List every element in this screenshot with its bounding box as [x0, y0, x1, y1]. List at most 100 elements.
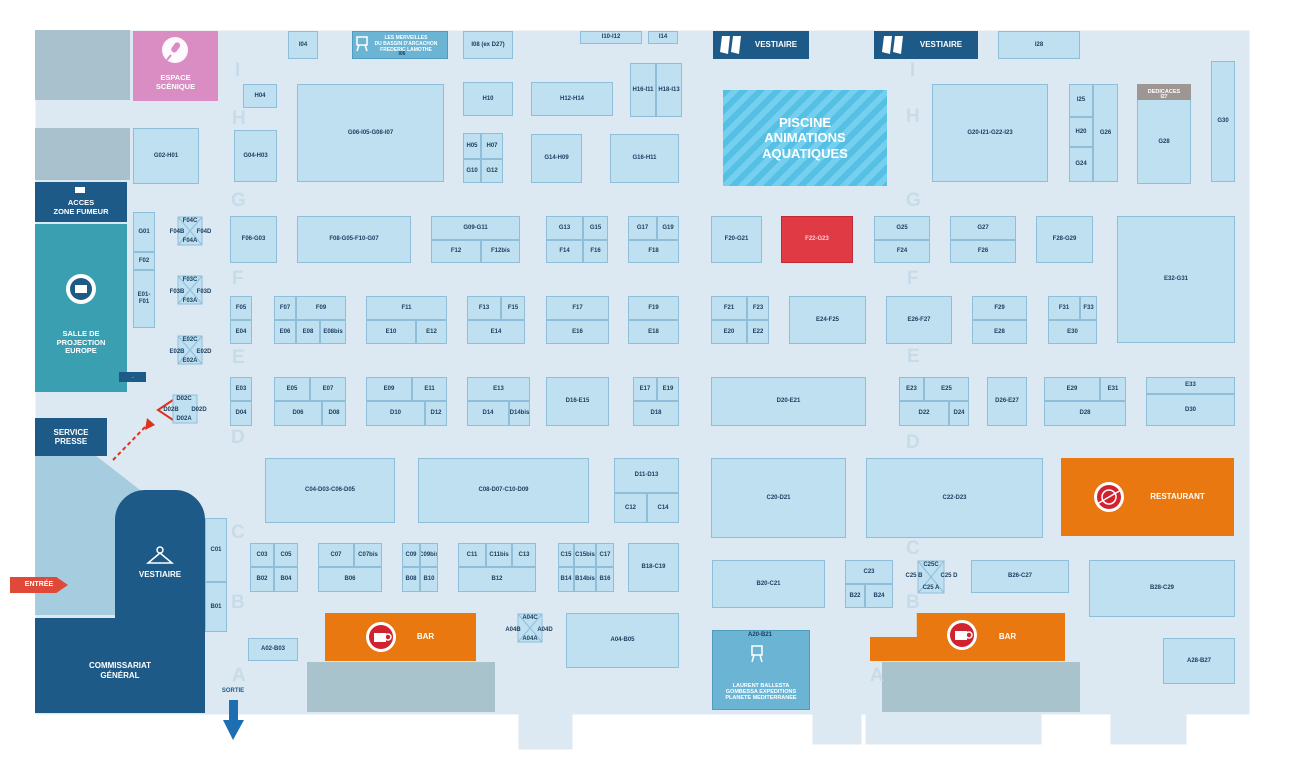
booth-I08[interactable]: I08 (ex D27)	[463, 31, 513, 59]
booth-C23[interactable]: C23	[845, 560, 893, 584]
booth-D12[interactable]: D12	[425, 401, 447, 426]
booth-D16[interactable]: D16-E15	[546, 377, 609, 426]
booth-F16[interactable]: F16	[583, 240, 608, 263]
booth-D11[interactable]: D11-D13	[614, 458, 679, 493]
booth-D14bis[interactable]: D14bis	[509, 401, 530, 426]
booth-C15bis[interactable]: C15bis	[574, 543, 596, 567]
booth-B20[interactable]: B20-C21	[712, 560, 825, 608]
booth-E29[interactable]: E29	[1044, 377, 1100, 401]
booth-E26[interactable]: E26-F27	[886, 296, 952, 344]
vestiaire-main[interactable]: VESTIAIRE	[115, 490, 205, 620]
booth-G30[interactable]: G30	[1211, 61, 1235, 182]
booth-H12[interactable]: H12-H14	[531, 82, 613, 116]
booth-G06[interactable]: G06-I05-G08-I07	[297, 84, 444, 182]
booth-I28[interactable]: I28	[998, 31, 1080, 59]
booth-A04B[interactable]: A04B	[505, 626, 521, 633]
booth-G20[interactable]: G20-I21-G22-I23	[932, 84, 1048, 182]
booth-G01[interactable]: G01	[133, 212, 155, 252]
booth-C14[interactable]: C14	[647, 493, 679, 523]
booth-D02B[interactable]: D02B	[163, 406, 179, 413]
booth-G27[interactable]: G27	[950, 216, 1016, 240]
booth-F03C[interactable]: F03C	[182, 276, 198, 283]
booth-D02A[interactable]: D02A	[176, 415, 192, 422]
booth-H16[interactable]: H16-I11	[630, 63, 656, 117]
booth-G25[interactable]: G25	[874, 216, 930, 240]
booth-F12bis[interactable]: F12bis	[481, 240, 520, 263]
booth-A04C[interactable]: A04C	[522, 614, 538, 621]
booth-E09[interactable]: E09	[366, 377, 412, 401]
booth-G26[interactable]: G26	[1093, 84, 1118, 182]
booth-G09[interactable]: G09-G11	[431, 216, 520, 240]
booth-C13[interactable]: C13	[512, 543, 536, 567]
booth-B02[interactable]: B02	[250, 567, 274, 592]
booth-I10-I12[interactable]: I10-I12	[580, 31, 642, 44]
booth-F26[interactable]: F26	[950, 240, 1016, 263]
booth-E33[interactable]: E33	[1146, 377, 1235, 394]
booth-H04[interactable]: H04	[243, 84, 277, 108]
booth-C08[interactable]: C08-D07-C10-D09	[418, 458, 589, 523]
booth-C22[interactable]: C22-D23	[866, 458, 1043, 538]
dedicaces-header[interactable]: DEDICACES	[1137, 84, 1191, 100]
booth-E02A[interactable]: E02A	[182, 357, 198, 364]
restaurant[interactable]: RESTAURANT	[1061, 458, 1234, 536]
booth-G17[interactable]: G17	[628, 216, 657, 240]
booth-E13[interactable]: E13	[467, 377, 530, 401]
booth-B22[interactable]: B22	[845, 584, 865, 608]
booth-D30[interactable]: D30	[1146, 394, 1235, 426]
booth-F23[interactable]: F23	[747, 296, 769, 320]
booth-F33[interactable]: F33	[1080, 296, 1097, 320]
booth-C15[interactable]: C15	[558, 543, 574, 567]
booth-G24[interactable]: G24	[1069, 147, 1093, 182]
salle-projection-europe[interactable]: SALLE DE PROJECTION EUROPE	[35, 224, 127, 392]
booth-F08[interactable]: F08-G05-F10-G07	[297, 216, 411, 263]
booth-F07[interactable]: F07	[274, 296, 296, 320]
booth-F06[interactable]: F06-G03	[230, 216, 277, 263]
booth-D08[interactable]: D08	[322, 401, 346, 426]
booth-E08bis[interactable]: E08bis	[320, 320, 346, 344]
booth-E22[interactable]: E22	[747, 320, 769, 344]
booth-E02C[interactable]: E02C	[182, 336, 198, 343]
commissariat-general[interactable]: COMMISSARIAT GÉNÉRAL	[35, 618, 205, 713]
booth-D02C[interactable]: D02C	[176, 395, 192, 402]
booth-A04[interactable]: A04-B05	[566, 613, 679, 668]
booth-G19[interactable]: G19	[657, 216, 679, 240]
booth-F18[interactable]: F18	[628, 240, 679, 263]
booth-E30[interactable]: E30	[1048, 320, 1097, 344]
booth-F24[interactable]: F24	[874, 240, 930, 263]
vestiaire-top-2[interactable]: VESTIAIRE	[874, 31, 978, 59]
booth-F04D[interactable]: F04D	[196, 228, 212, 235]
booth-C09bis[interactable]: C09bis	[420, 543, 438, 567]
booth-G10[interactable]: G10	[463, 159, 481, 183]
booth-C11[interactable]: C11	[458, 543, 486, 567]
booth-E02B[interactable]: E02B	[169, 348, 185, 355]
booth-H20[interactable]: H20	[1069, 117, 1093, 147]
booth-D04[interactable]: D04	[230, 401, 252, 426]
booth-E11[interactable]: E11	[412, 377, 447, 401]
booth-E04[interactable]: E04	[230, 320, 252, 344]
booth-D18[interactable]: D18	[633, 401, 679, 426]
booth-D02D[interactable]: D02D	[191, 406, 207, 413]
booth-C07[interactable]: C07	[318, 543, 354, 567]
booth-A02[interactable]: A02-B03	[248, 638, 298, 661]
booth-E10[interactable]: E10	[366, 320, 416, 344]
booth-F02[interactable]: F02	[133, 252, 155, 270]
booth-B08[interactable]: B08	[402, 567, 420, 592]
booth-H18[interactable]: H18-I13	[656, 63, 682, 117]
booth-a20-b21-ballesta[interactable]: LAURENT BALLESTA GOMBESSA EXPEDITIONS PL…	[712, 630, 810, 710]
booth-G04[interactable]: G04-H03	[234, 130, 277, 182]
booth-H05[interactable]: H05	[463, 133, 481, 159]
booth-G28[interactable]: G28	[1158, 138, 1170, 145]
booth-C07bis[interactable]: C07bis	[354, 543, 382, 567]
booth-B26[interactable]: B26-C27	[971, 560, 1069, 593]
booth-F04C[interactable]: F04C	[182, 217, 198, 224]
booth-I25[interactable]: I25	[1069, 84, 1093, 117]
booth-E08[interactable]: E08	[296, 320, 320, 344]
booth-G13[interactable]: G13	[546, 216, 583, 240]
booth-E14[interactable]: E14	[467, 320, 525, 344]
booth-F05[interactable]: F05	[230, 296, 252, 320]
booth-D06[interactable]: D06	[274, 401, 322, 426]
booth-C25C[interactable]: C25C	[923, 561, 939, 568]
piscine-animations-aquatiques[interactable]: PISCINE ANIMATIONS AQUATIQUES	[723, 90, 887, 186]
booth-G15[interactable]: G15	[583, 216, 608, 240]
booth-E25[interactable]: E25	[924, 377, 969, 401]
